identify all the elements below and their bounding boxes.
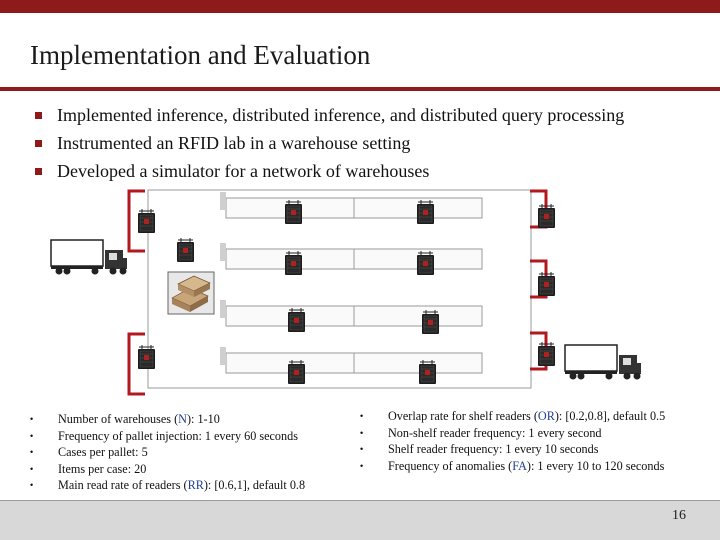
param-item: • Number of warehouses (N): 1-10 — [30, 411, 305, 428]
main-bullet-list: Implemented inference, distributed infer… — [30, 101, 624, 185]
param-text: Items per case: 20 — [58, 461, 147, 476]
bullet-text: Instrumented an RFID lab in a warehouse … — [57, 132, 411, 153]
simulation-params-right: • Overlap rate for shelf readers (OR): [0… — [360, 408, 665, 474]
param-text: Shelf reader frequency: 1 every 10 secon… — [388, 442, 599, 457]
square-bullet-icon — [35, 139, 42, 147]
page-number: 16 — [672, 508, 686, 523]
bullet-text: Implemented inference, distributed infer… — [57, 104, 625, 125]
top-accent-bar — [0, 0, 720, 13]
param-item: • Shelf reader frequency: 1 every 10 seco… — [360, 441, 665, 458]
bullet-dot-icon: • — [30, 414, 34, 424]
bullet-dot-icon: • — [360, 444, 364, 455]
param-text: Non-shelf reader frequency: 1 every seco… — [388, 425, 602, 440]
param-text: Cases per pallet: 5 — [58, 445, 148, 460]
bullet-dot-icon: • — [30, 463, 34, 474]
footer-divider — [0, 500, 720, 501]
param-item: • Frequency of pallet injection: 1 every … — [30, 428, 305, 445]
bullet-item: Developed a simulator for a network of w… — [30, 157, 624, 185]
shelf-row — [220, 347, 483, 374]
param-text: Frequency of pallet injection: 1 every 6… — [58, 428, 298, 443]
bullet-dot-icon: • — [30, 430, 34, 441]
param-item: • Frequency of anomalies (FA): 1 every 10… — [360, 458, 665, 475]
square-bullet-icon — [35, 167, 42, 175]
pallet-boxes-icon — [167, 271, 215, 315]
param-item: • Overlap rate for shelf readers (OR): [0… — [360, 408, 665, 425]
param-item: • Main read rate of readers (RR): [0.6,1]… — [30, 477, 305, 494]
bullet-dot-icon: • — [30, 447, 34, 458]
title-divider — [0, 87, 720, 91]
bullet-item: Implemented inference, distributed infer… — [30, 101, 624, 129]
truck-icon — [50, 239, 128, 276]
bullet-dot-icon: • — [360, 427, 364, 438]
bullet-text: Developed a simulator for a network of w… — [57, 160, 430, 181]
bullet-dot-icon: • — [360, 460, 364, 471]
param-item: • Cases per pallet: 5 — [30, 444, 305, 461]
param-item: • Non-shelf reader frequency: 1 every sec… — [360, 425, 665, 442]
param-text: Overlap rate for shelf readers (OR): [0.… — [388, 409, 666, 423]
param-item: • Items per case: 20 — [30, 461, 305, 478]
bullet-dot-icon: • — [360, 411, 364, 421]
bullet-item: Instrumented an RFID lab in a warehouse … — [30, 129, 624, 157]
simulation-params-left: • Number of warehouses (N): 1-10 • Frequen… — [30, 411, 305, 494]
slide-footer — [0, 500, 720, 540]
slide-title: Implementation and Evaluation — [30, 40, 371, 70]
param-text: Number of warehouses (N): 1-10 — [58, 412, 220, 426]
param-text: Frequency of anomalies (FA): 1 every 10 … — [388, 458, 665, 473]
truck-icon — [564, 344, 642, 381]
square-bullet-icon — [35, 111, 42, 119]
bullet-dot-icon: • — [30, 480, 34, 491]
param-text: Main read rate of readers (RR): [0.6,1],… — [58, 478, 306, 493]
